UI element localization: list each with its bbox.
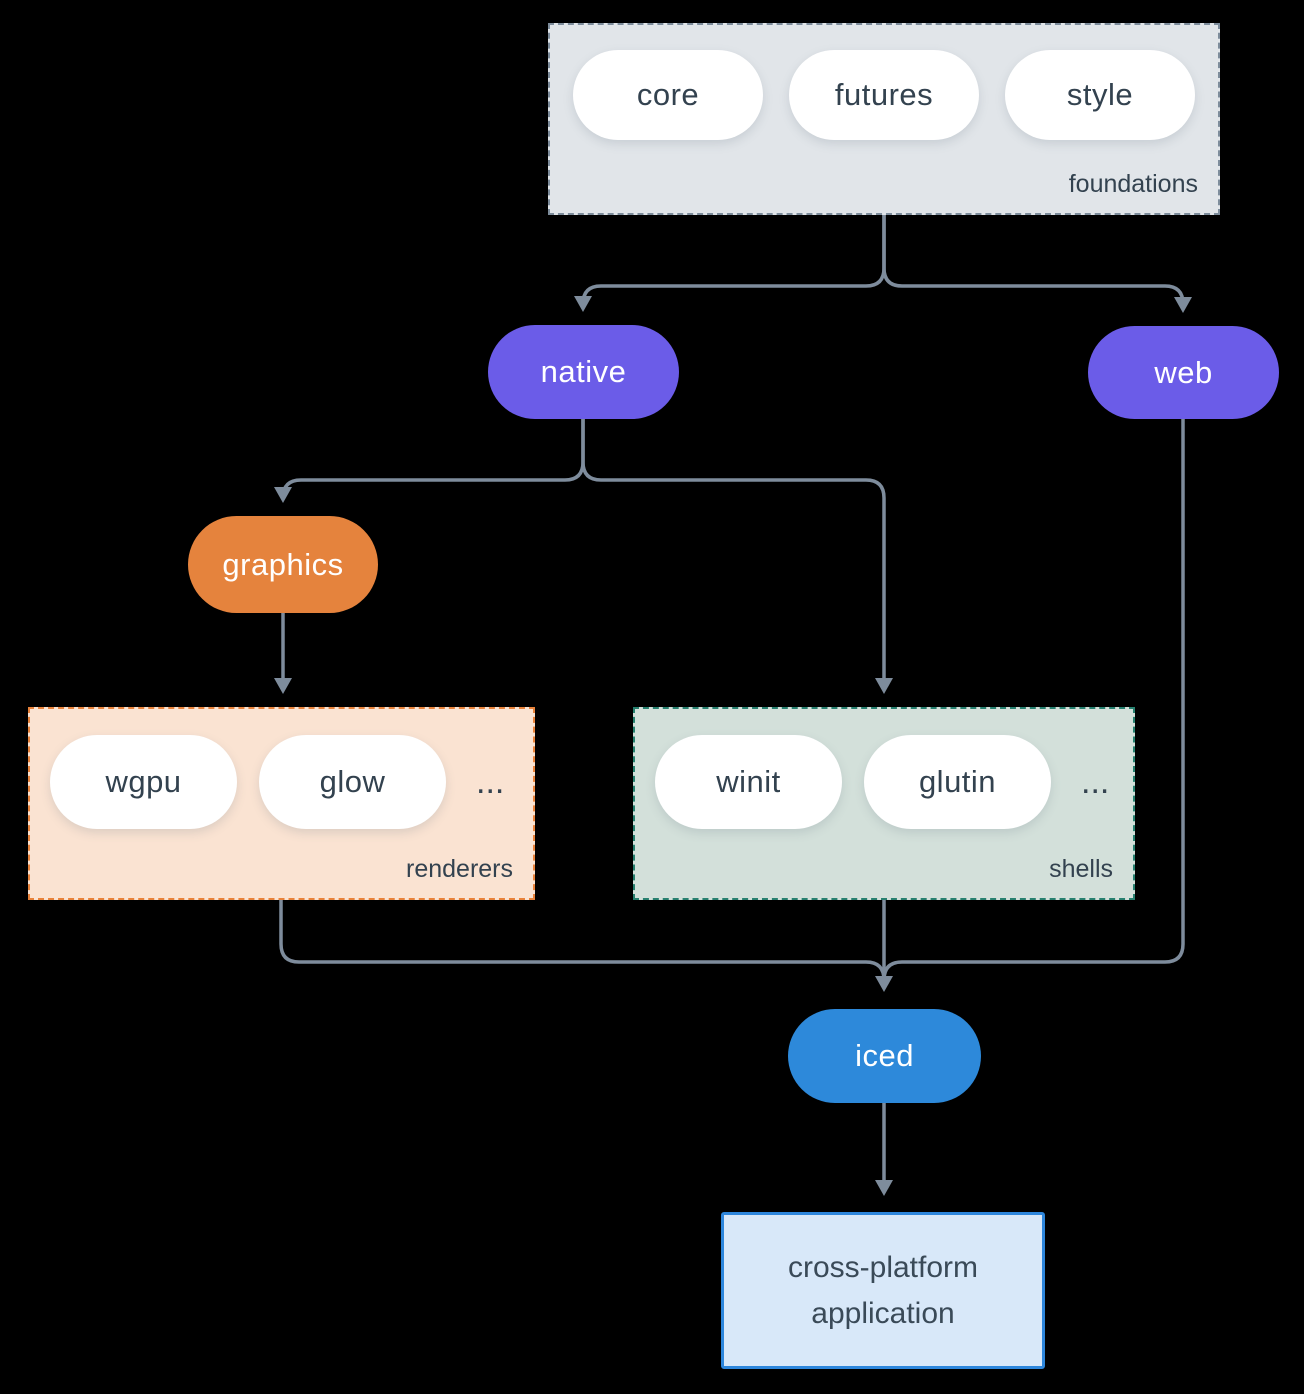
node-native: native [488,325,679,419]
node-glow-label: glow [319,764,386,799]
node-application-label: cross-platform application [787,1250,979,1330]
node-wgpu: wgpu [50,735,237,829]
edge-renderers-merge [279,900,886,981]
edge-native-graphics [274,419,585,503]
node-iced-label: iced [855,1038,914,1073]
node-core: core [573,50,763,140]
node-futures-label: futures [834,77,934,112]
node-winit-label: winit [716,764,781,799]
foundations-group-label: foundations [1068,170,1198,198]
edge-web-merge [882,419,1185,981]
edge-native-shells [581,419,893,694]
shells-group-label: shells [1049,855,1113,883]
node-futures: futures [789,50,979,140]
node-winit: winit [655,735,842,829]
node-application: cross-platform application [721,1212,1045,1369]
shells-ellipsis: ... [1081,762,1110,801]
shells-group: winit glutin ... shells [633,707,1135,900]
node-wgpu-label: wgpu [105,764,182,799]
renderers-group: wgpu glow ... renderers [28,707,535,900]
node-glutin-label: glutin [918,764,997,799]
renderers-ellipsis: ... [476,762,505,801]
node-glutin: glutin [864,735,1051,829]
node-glow: glow [259,735,446,829]
node-graphics-label: graphics [222,546,344,582]
node-core-label: core [636,77,700,112]
edge-foundations-native [574,215,886,312]
node-style: style [1005,50,1195,140]
node-web-label: web [1154,354,1213,390]
node-web: web [1088,326,1279,419]
node-style-label: style [1066,77,1134,112]
node-native-label: native [540,354,627,389]
node-iced: iced [788,1009,981,1103]
node-graphics: graphics [188,516,378,613]
renderers-group-label: renderers [406,855,513,883]
foundations-group: core futures style foundations [548,23,1220,215]
edge-foundations-web [882,215,1192,313]
